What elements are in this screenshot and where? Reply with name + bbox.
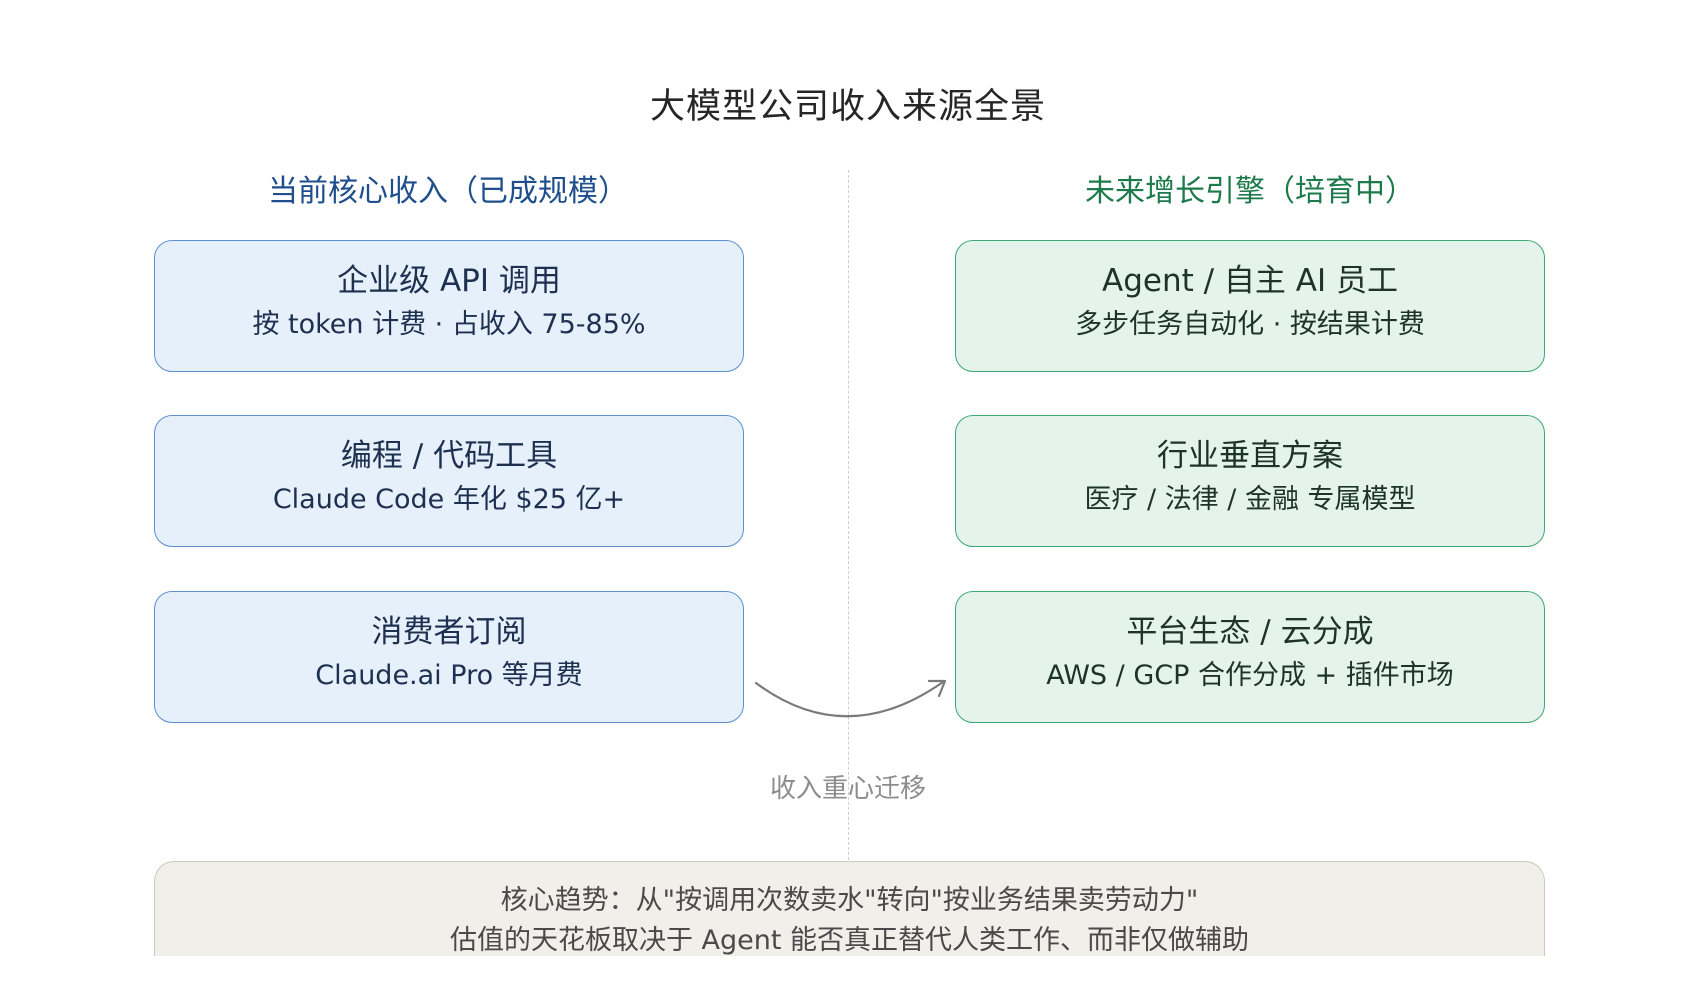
- card-subtitle: 多步任务自动化 · 按结果计费: [1075, 309, 1425, 340]
- card-subtitle: AWS / GCP 合作分成 + 插件市场: [1046, 660, 1454, 691]
- summary-line-1: 核心趋势：从"按调用次数卖水"转向"按业务结果卖劳动力": [500, 885, 1199, 916]
- right-column-heading: 未来增长引擎（培育中）: [1085, 174, 1415, 209]
- card-subtitle: Claude Code 年化 $25 亿+: [272, 484, 626, 515]
- card-title: 消费者订阅: [371, 614, 527, 650]
- card-subtitle: Claude.ai Pro 等月费: [315, 660, 583, 691]
- card-subtitle: 按 token 计费 · 占收入 75-85%: [252, 309, 646, 340]
- migration-label: 收入重心迁移: [769, 774, 926, 804]
- card-platform-ecosystem: 平台生态 / 云分成 AWS / GCP 合作分成 + 插件市场: [955, 591, 1545, 723]
- diagram-title: 大模型公司收入来源全景: [649, 87, 1046, 127]
- card-coding-tools: 编程 / 代码工具 Claude Code 年化 $25 亿+: [154, 415, 744, 547]
- card-title: 编程 / 代码工具: [340, 438, 558, 474]
- card-subtitle: 医疗 / 法律 / 金融 专属模型: [1084, 484, 1416, 515]
- card-title: 企业级 API 调用: [337, 263, 561, 299]
- card-consumer-subscription: 消费者订阅 Claude.ai Pro 等月费: [154, 591, 744, 723]
- card-enterprise-api: 企业级 API 调用 按 token 计费 · 占收入 75-85%: [154, 240, 744, 372]
- card-title: Agent / 自主 AI 员工: [1102, 263, 1398, 299]
- card-title: 行业垂直方案: [1157, 438, 1343, 474]
- card-title: 平台生态 / 云分成: [1126, 614, 1374, 650]
- summary-line-2: 估值的天花板取决于 Agent 能否真正替代人类工作、而非仅做辅助: [449, 925, 1250, 956]
- card-agent-employee: Agent / 自主 AI 员工 多步任务自动化 · 按结果计费: [955, 240, 1545, 372]
- trend-summary-box: 核心趋势：从"按调用次数卖水"转向"按业务结果卖劳动力" 估值的天花板取决于 A…: [154, 861, 1545, 956]
- left-column-heading: 当前核心收入（已成规模）: [268, 174, 628, 209]
- card-vertical-solutions: 行业垂直方案 医疗 / 法律 / 金融 专属模型: [955, 415, 1545, 547]
- center-divider: [848, 170, 849, 860]
